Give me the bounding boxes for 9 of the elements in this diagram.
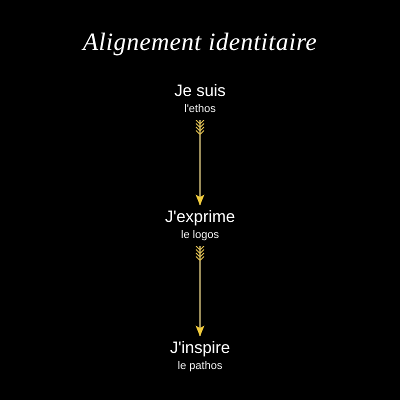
node-subtitle: le pathos	[178, 359, 222, 373]
arrow	[195, 119, 205, 206]
node-subtitle: le logos	[181, 228, 219, 242]
title: Alignement identitaire	[80, 28, 318, 58]
node-subtitle: l'ethos	[184, 102, 216, 116]
node-heading: Je suis	[174, 82, 226, 101]
arrow	[195, 245, 205, 336]
node-heading: J'inspire	[170, 339, 230, 358]
node-heading: J'exprime	[164, 208, 236, 227]
